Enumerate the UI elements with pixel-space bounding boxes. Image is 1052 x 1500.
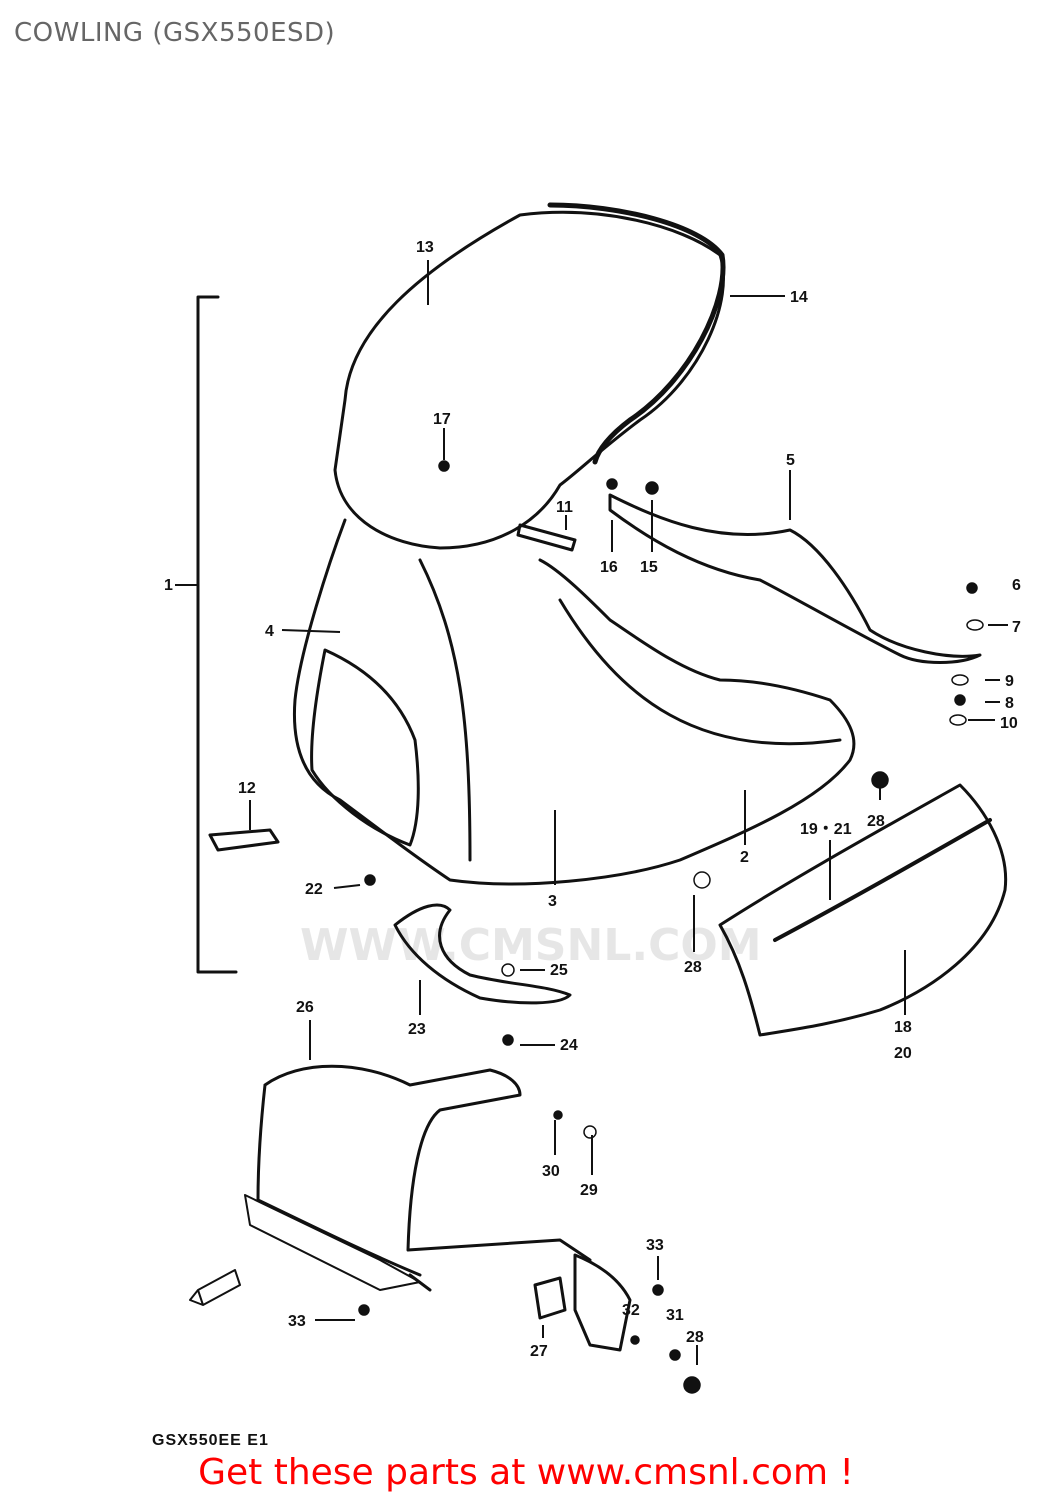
label-22: 22 [305, 881, 323, 898]
screw-6 [966, 582, 978, 594]
label-20: 20 [894, 1045, 912, 1062]
grommet-28a [871, 771, 889, 789]
label-25: 25 [550, 962, 568, 979]
label-16: 16 [600, 559, 618, 576]
label-11: 11 [556, 499, 573, 516]
label-4: 4 [265, 623, 274, 640]
model-code: GSX550EE E1 [152, 1432, 269, 1449]
lower-cowling [718, 783, 1008, 1037]
grommet-16 [606, 478, 618, 490]
washer-32 [630, 1335, 640, 1345]
label-13: 13 [416, 239, 434, 256]
label-30: 30 [542, 1163, 560, 1180]
label-29: 29 [580, 1182, 598, 1199]
nut-30 [553, 1110, 563, 1120]
washer-9 [951, 674, 969, 686]
bolt-31 [669, 1349, 681, 1361]
windscreen [333, 210, 725, 550]
label-8: 8 [1005, 695, 1014, 712]
assembly-bracket-1 [196, 295, 238, 974]
label-28-upper: 28 [867, 813, 885, 830]
grommet-28b [693, 871, 711, 889]
nut-25 [501, 963, 515, 977]
bolt-33b [358, 1304, 370, 1316]
small-bracket [208, 828, 280, 852]
label-5: 5 [786, 452, 795, 469]
label-15: 15 [640, 559, 658, 576]
label-18: 18 [894, 1019, 912, 1036]
nut-8 [954, 694, 966, 706]
front-arrow-icon [189, 1269, 241, 1306]
cowling-side-ridge [558, 598, 842, 746]
lower-cowling-stripe [773, 818, 992, 942]
washer-7 [966, 619, 984, 631]
label-32: 32 [622, 1302, 640, 1319]
cowling-window [310, 648, 420, 847]
side-panel [608, 493, 982, 664]
label-23: 23 [408, 1021, 426, 1038]
frame-brace [256, 1064, 592, 1292]
bolt-33a [652, 1284, 664, 1296]
screw-24 [502, 1034, 514, 1046]
label-33-left: 33 [288, 1313, 306, 1330]
label-28-lower: 28 [686, 1329, 704, 1346]
label-31: 31 [666, 1307, 684, 1324]
label-2: 2 [740, 849, 749, 866]
label-10: 10 [1000, 715, 1018, 732]
label-27: 27 [530, 1343, 548, 1360]
label-19-21: 19・21 [800, 821, 852, 838]
label-14: 14 [790, 289, 808, 306]
grommet-17 [438, 460, 450, 472]
screw-15 [645, 481, 659, 495]
label-24: 24 [560, 1037, 578, 1054]
windscreen-trim [547, 202, 726, 465]
label-12: 12 [238, 780, 256, 797]
cowling-center-ridge [418, 558, 472, 862]
page-title: COWLING (GSX550ESD) [14, 18, 336, 48]
upper-cowling [292, 518, 856, 886]
watermark-text: WWW.CMSNL.COM [300, 920, 762, 971]
bolt-29 [583, 1125, 597, 1139]
label-7: 7 [1012, 619, 1021, 636]
screw-22 [364, 874, 376, 886]
grommet-28c [683, 1376, 701, 1394]
washer-10 [949, 714, 967, 726]
collar [533, 1276, 567, 1320]
inner-bracket [393, 903, 572, 1005]
frame-base [244, 1194, 421, 1291]
label-6: 6 [1012, 577, 1021, 594]
label-17: 17 [433, 411, 451, 428]
label-33-right: 33 [646, 1237, 664, 1254]
label-3: 3 [548, 893, 557, 910]
label-1: 1 [164, 577, 173, 594]
lower-bracket [573, 1253, 632, 1352]
cta-link[interactable]: Get these parts at www.cmsnl.com ! [198, 1452, 854, 1493]
label-26: 26 [296, 999, 314, 1016]
label-9: 9 [1005, 673, 1014, 690]
label-28-mid: 28 [684, 959, 702, 976]
small-bracket-upper [516, 523, 577, 552]
